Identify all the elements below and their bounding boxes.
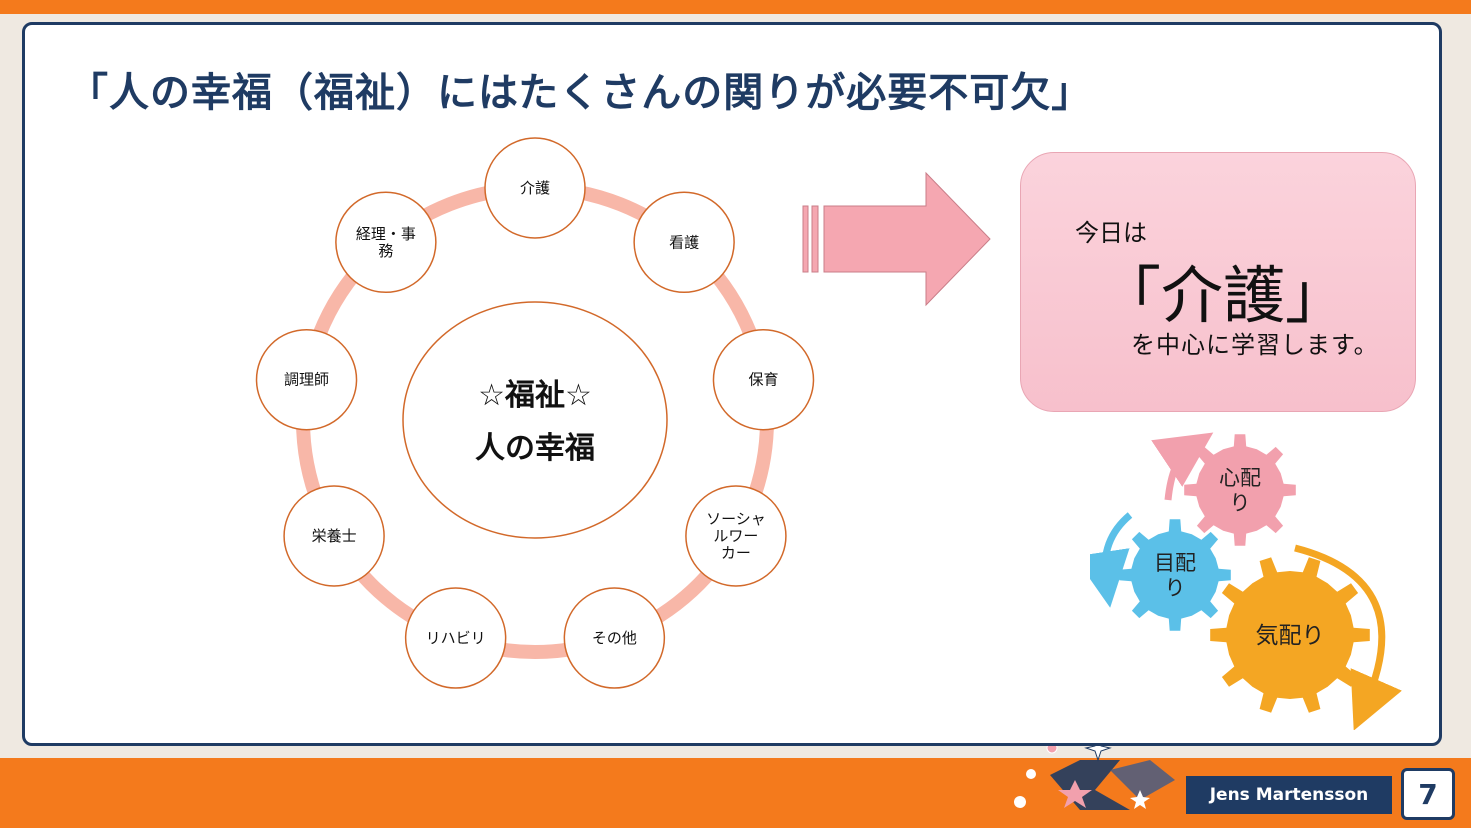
cycle-node-label-0-0: 介護 [520, 179, 550, 197]
cycle-node-2 [712, 328, 815, 431]
cycle-node-5 [404, 587, 507, 689]
cycle-node-3 [685, 485, 787, 587]
callout-rest: を中心に学習します。 [1131, 331, 1379, 359]
cycle-node-label-8-1: 務 [378, 242, 393, 260]
cycle-node-6 [283, 485, 385, 587]
center-circle [402, 301, 668, 539]
gear-label-1-0: 目配 [1154, 551, 1196, 575]
pink-cycle-arrow [1151, 432, 1214, 501]
cycle-node-1 [633, 191, 735, 294]
cycle-node-label-3-0: ソーシャ [706, 510, 766, 528]
cycle-node-4 [563, 587, 666, 689]
orange-cycle-arrow [1294, 544, 1402, 730]
center-line2: 人の幸福 [475, 431, 595, 466]
callout-today: 今日は [1075, 219, 1147, 247]
center-line1: ☆福祉☆ [478, 378, 592, 413]
slide-title: 「人の幸福（福祉）にはたくさんの関りが必要不可欠」 [68, 70, 1093, 116]
page-number: 7 [1401, 768, 1455, 820]
gear-label-0-0: 心配 [1219, 466, 1261, 490]
cycle-node-8 [335, 191, 437, 294]
cycle-node-label-6-0: 栄養士 [312, 527, 357, 545]
cycle-node-label-2-0: 保育 [748, 371, 778, 389]
right-arrow [802, 171, 991, 307]
cycle-node-label-5-0: リハビリ [426, 629, 486, 647]
cycle-node-label-3-2: カー [721, 544, 751, 562]
gear-label-2-0: 気配り [1256, 623, 1325, 649]
presenter-name: Jens Martensson [1186, 776, 1392, 814]
callout-main-topic: 「介護」 [1099, 259, 1348, 332]
star-decoration-icon [1014, 736, 1175, 810]
cycle-node-0 [484, 137, 586, 239]
cycle-node-label-1-0: 看護 [669, 233, 699, 251]
gear-label-1-1: り [1165, 576, 1186, 600]
cycle-node-7 [255, 328, 358, 431]
cycle-node-label-8-0: 経理・事 [356, 225, 416, 243]
blue-cycle-arrow [1090, 512, 1133, 608]
today-topic-callout: 今日は 「介護」 を中心に学習します。 [1020, 152, 1416, 412]
gear-2 [1210, 557, 1370, 713]
gear-1 [1119, 519, 1231, 631]
cycle-node-label-7-0: 調理師 [284, 371, 329, 389]
gear-0 [1184, 434, 1296, 546]
cycle-node-label-3-1: ルワー [713, 527, 758, 545]
cycle-node-label-4-0: その他 [592, 629, 637, 647]
gear-label-0-1: り [1230, 491, 1251, 515]
